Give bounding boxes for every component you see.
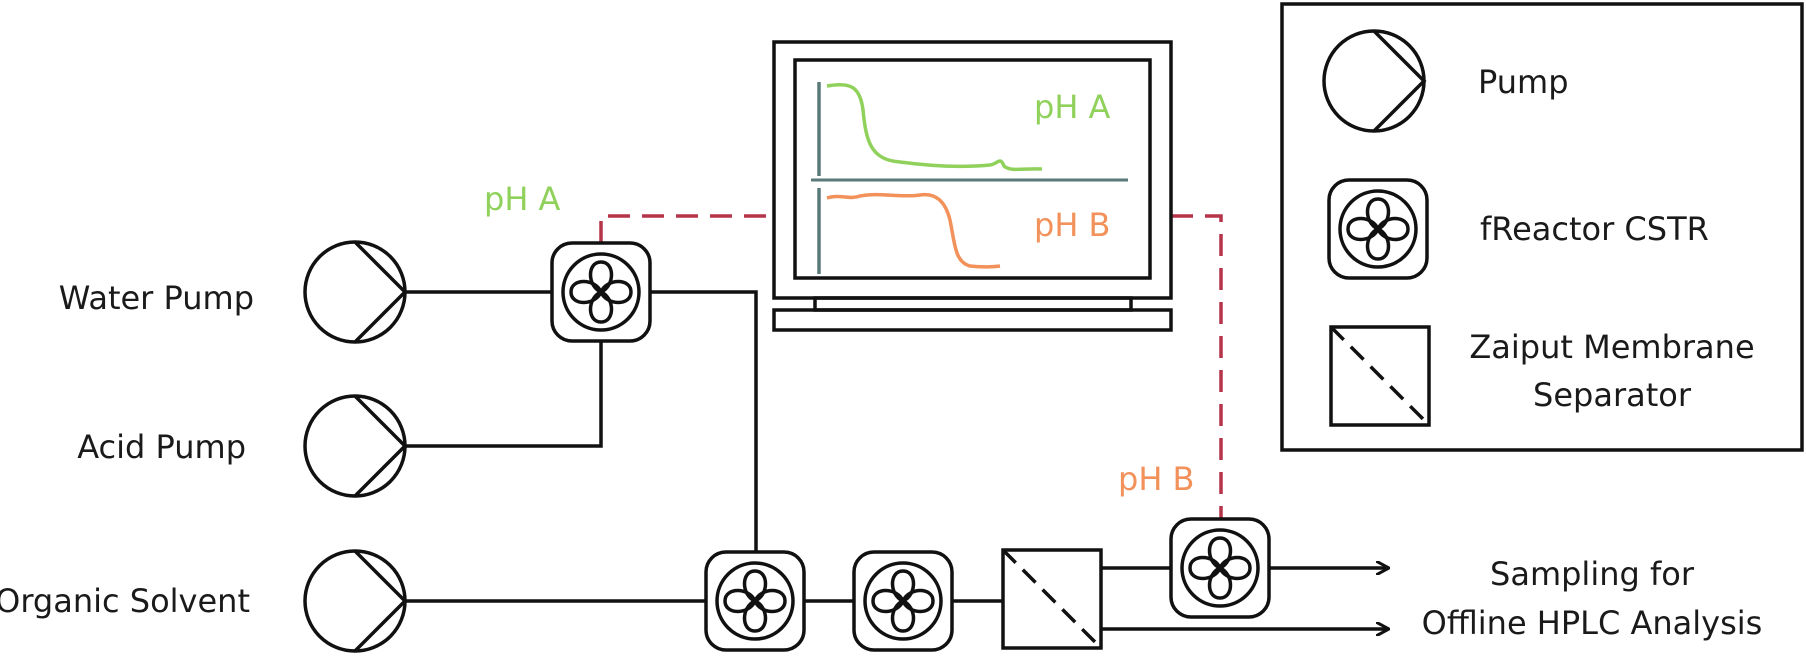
legend-pump-icon	[1322, 29, 1427, 133]
ph-b-label: pH B	[1118, 460, 1195, 498]
reactor-1-icon	[704, 550, 806, 652]
legend-separator-label-line1: Zaiput Membrane	[1469, 328, 1754, 366]
water-pump-icon	[303, 240, 408, 344]
legend-separator-label-line2: Separator	[1533, 376, 1692, 414]
reactor-ph-a-icon	[550, 241, 652, 343]
reactor-ph-b-icon	[1169, 517, 1271, 619]
monitor-icon: pH A pH B	[772, 40, 1173, 332]
reactor-2-icon	[852, 550, 954, 652]
sampling-label-line2: Offline HPLC Analysis	[1422, 604, 1763, 642]
ph-a-label: pH A	[484, 180, 561, 218]
legend-reactor-label: fReactor CSTR	[1480, 210, 1709, 248]
legend-pump-label: Pump	[1478, 63, 1569, 101]
water-pump-label: Water Pump	[59, 279, 254, 317]
legend-separator-icon	[1329, 325, 1431, 427]
acid-pump-icon	[303, 394, 408, 498]
sampling-label-line1: Sampling for	[1490, 555, 1695, 593]
organic-solvent-pump-icon	[303, 549, 408, 653]
monitor-ph-a-label: pH A	[1034, 88, 1111, 126]
acid-pump-label: Acid Pump	[77, 428, 246, 466]
signal-lines	[599, 214, 1223, 520]
monitor-ph-b-label: pH B	[1034, 206, 1111, 244]
organic-solvent-label: Organic Solvent	[0, 582, 250, 620]
flow-lines	[404, 290, 1388, 629]
membrane-separator-icon	[1001, 548, 1103, 650]
legend: Pump fReactor CSTR Zaiput Membrane Separ…	[1280, 2, 1804, 452]
legend-reactor-icon	[1327, 178, 1429, 280]
